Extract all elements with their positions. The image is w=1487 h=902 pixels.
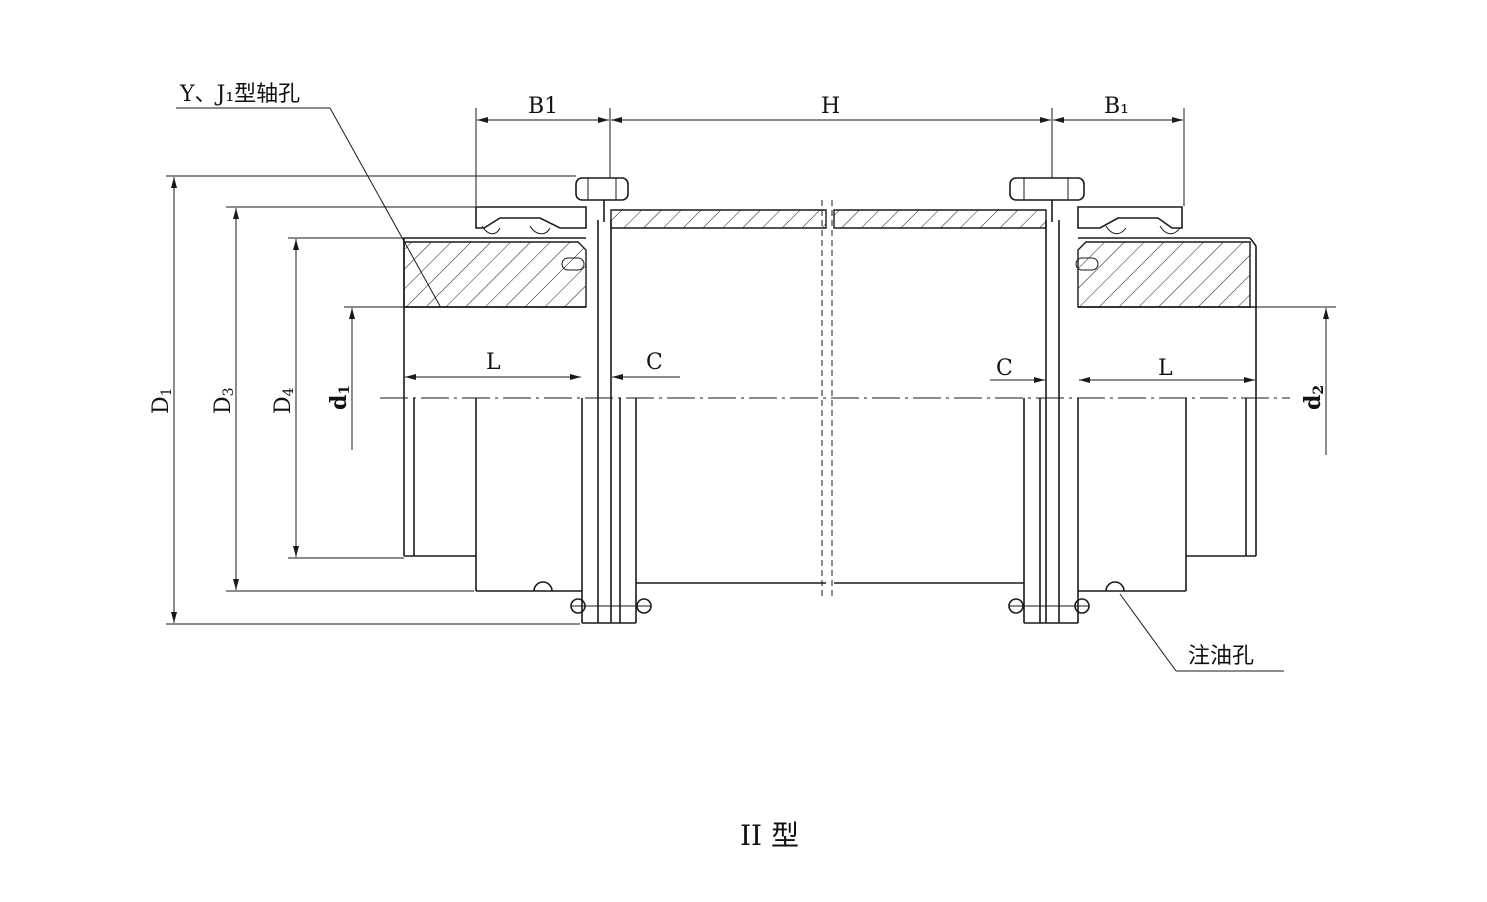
- figure-caption: II 型: [740, 819, 799, 852]
- leader-oil-hole: [1119, 593, 1177, 672]
- dimension-lines: [166, 108, 1336, 625]
- left-flange-top: [475, 206, 587, 229]
- dim-label-h: H: [821, 94, 840, 119]
- right-hub-hatched-section: [1077, 241, 1251, 308]
- dim-label-d2: d2: [1300, 385, 1327, 410]
- right-top-bolt: [1009, 177, 1085, 201]
- left-seal-2: [529, 225, 551, 235]
- left-top-bolt: [575, 177, 629, 201]
- dim-label-D1: D1: [149, 387, 175, 414]
- right-flange-top: [1077, 206, 1183, 229]
- dim-label-d1: d1: [326, 385, 353, 410]
- leader-shaft-hole: [329, 107, 441, 307]
- dim-label-D4: D4: [271, 387, 297, 414]
- dim-label-l-right: L: [1158, 356, 1173, 381]
- left-seal: [481, 225, 501, 235]
- dim-label-b1-right: B₁: [1104, 94, 1129, 119]
- left-oil-hole: [533, 581, 553, 592]
- dim-label-b1-left: B1: [528, 94, 558, 119]
- left-flange: [570, 177, 652, 624]
- dim-label-l-left: L: [486, 350, 501, 375]
- right-hub: [1075, 206, 1257, 623]
- left-set-screw: [561, 257, 585, 271]
- label-shaft-hole-type: Y、J₁型轴孔: [179, 82, 300, 107]
- center-spacer: [610, 200, 1047, 598]
- label-oil-hole: 注油孔: [1188, 644, 1254, 669]
- leaders: [176, 107, 1284, 672]
- spacer-top-hatch-right: [833, 209, 1047, 229]
- left-hub: [403, 206, 587, 623]
- right-flange: [1008, 177, 1090, 624]
- dim-label-c-right: C: [996, 356, 1013, 381]
- left-hub-hatched-section: [403, 241, 587, 308]
- dim-label-D3: D3: [211, 387, 237, 414]
- right-oil-hole: [1105, 581, 1125, 592]
- spacer-top-hatch: [610, 209, 827, 229]
- right-set-screw: [1075, 257, 1099, 271]
- dim-label-c-left: C: [646, 350, 663, 375]
